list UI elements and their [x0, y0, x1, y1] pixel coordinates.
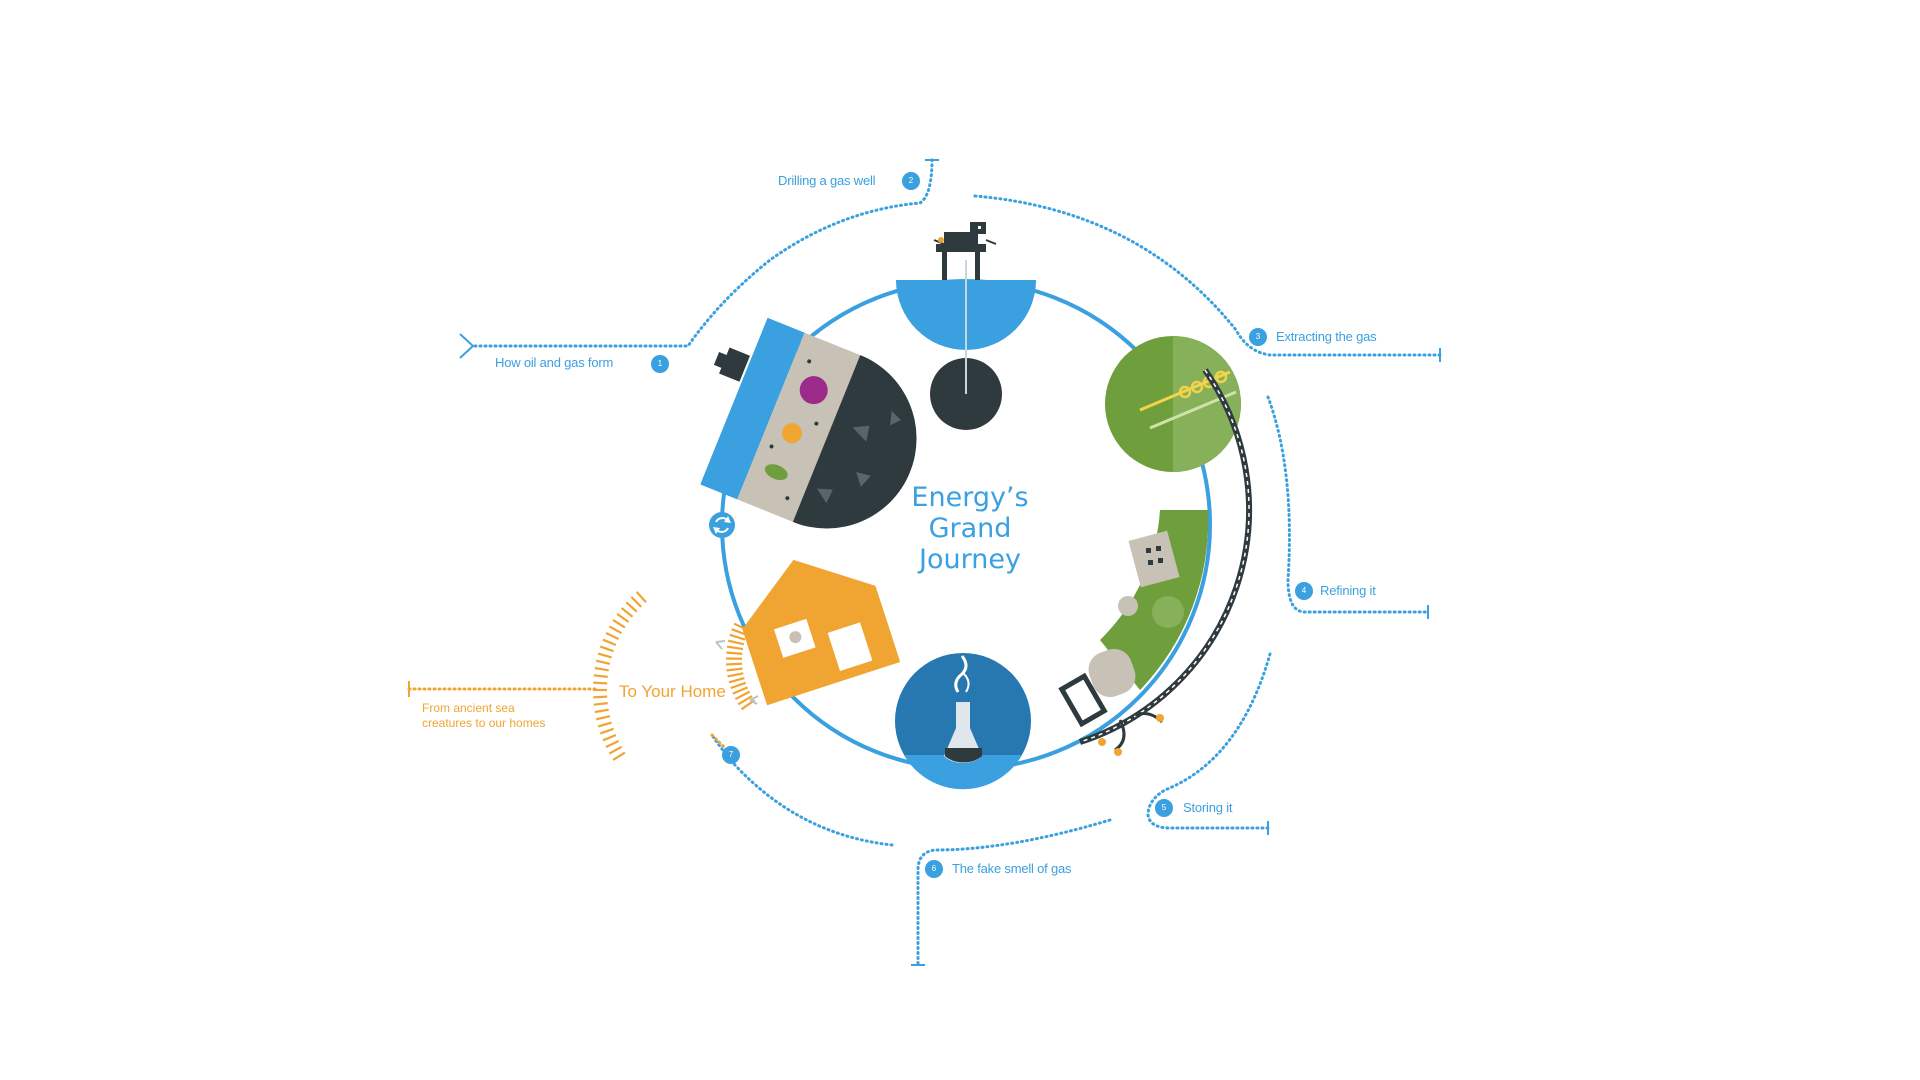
ray-stroke: [625, 601, 638, 613]
ray-stroke: [594, 708, 609, 714]
step-1-label[interactable]: How oil and gas form: [495, 355, 614, 370]
loop-icon[interactable]: [709, 512, 735, 538]
to-your-home-label[interactable]: To Your Home: [619, 682, 726, 701]
ray-stroke: [599, 727, 614, 735]
ray-stroke: [602, 733, 617, 742]
caption-line-1: From ancient sea: [422, 701, 515, 715]
ray-stroke: [620, 607, 634, 618]
ray-stroke: [732, 686, 748, 695]
offshore-platform-illustration: [896, 222, 1036, 430]
center-title: Energy’s Grand Journey: [880, 482, 1060, 575]
ray-stroke: [730, 681, 747, 690]
house-illustration: [742, 559, 901, 706]
ray-stroke: [729, 633, 746, 641]
caption-line-2: creatures to our homes: [422, 716, 546, 730]
ray-stroke: [726, 667, 743, 672]
ray-stroke: [728, 677, 745, 684]
ray-stroke: [635, 591, 647, 604]
step-3-label[interactable]: Extracting the gas: [1276, 329, 1377, 344]
step-6-badge[interactable]: 6: [925, 860, 943, 878]
ray-stroke: [616, 613, 630, 623]
ray-stroke: [597, 652, 612, 659]
ray-stroke: [726, 662, 743, 666]
step-4-badge[interactable]: 4: [1295, 582, 1313, 600]
home-connector: [407, 591, 756, 761]
step-5-label[interactable]: Storing it: [1183, 800, 1233, 815]
ray-stroke: [737, 695, 753, 706]
ray-stroke: [727, 639, 745, 646]
dotted-paths: [473, 158, 1442, 967]
ray-stroke: [596, 715, 611, 721]
step-2-badge[interactable]: 2: [902, 172, 920, 190]
ray-stroke: [593, 702, 608, 706]
ray-stroke: [599, 645, 614, 653]
path-end-caps: [459, 159, 1441, 966]
storage-tank-illustration: [1058, 648, 1164, 756]
ray-stroke: [612, 619, 626, 629]
step-5-badge[interactable]: 5: [1155, 799, 1173, 817]
ray-stroke: [727, 672, 744, 678]
ray-stroke: [597, 721, 612, 728]
ray-stroke: [608, 745, 623, 755]
ray-stroke: [605, 631, 620, 641]
ray-stroke: [608, 625, 623, 635]
extraction-illustration: [1105, 336, 1241, 472]
step-7-badge[interactable]: 7: [722, 746, 740, 764]
ray-stroke: [594, 666, 609, 672]
odorant-flask-illustration: [895, 653, 1031, 790]
ray-stroke: [593, 681, 608, 685]
title-line-2: Grand: [928, 513, 1012, 544]
ray-stroke: [726, 645, 744, 651]
ray-stroke: [630, 596, 643, 608]
ray-stroke: [593, 674, 608, 678]
ray-stroke: [593, 695, 608, 699]
step-6-label[interactable]: The fake smell of gas: [952, 861, 1072, 876]
title-line-1: Energy’s: [911, 482, 1029, 513]
step-3-badge[interactable]: 3: [1249, 328, 1267, 346]
ray-stroke: [605, 739, 620, 749]
ray-stroke: [596, 659, 611, 665]
ray-stroke: [602, 638, 617, 647]
house-arrows: [715, 640, 759, 705]
journey-caption: From ancient sea creatures to our homes: [422, 701, 545, 731]
step-1-badge[interactable]: 1: [651, 355, 669, 373]
step-4-label[interactable]: Refining it: [1320, 583, 1376, 598]
step-2-label[interactable]: Drilling a gas well: [778, 173, 876, 188]
title-line-3: Journey: [919, 544, 1021, 575]
ray-stroke: [612, 751, 626, 761]
ray-stroke: [726, 651, 743, 655]
ray-stroke: [734, 690, 751, 701]
